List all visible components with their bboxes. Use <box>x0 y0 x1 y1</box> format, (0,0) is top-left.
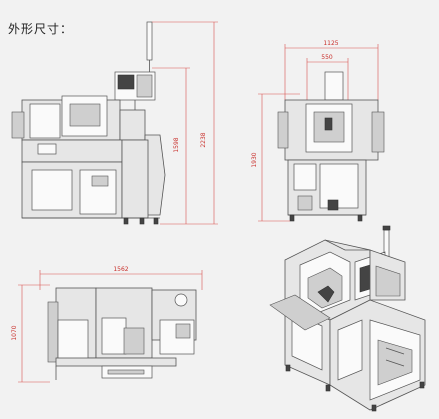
front-width-inner-label: 550 <box>321 54 333 61</box>
top-width-label: 1562 <box>113 266 128 273</box>
top-depth-label: 1070 <box>11 325 18 340</box>
side-view: 2238 1598 <box>11 21 218 225</box>
front-height-label: 1930 <box>251 152 258 167</box>
front-width-total-label: 1125 <box>323 40 338 47</box>
front-view: 1125 550 1930 <box>251 40 385 222</box>
top-view: 1562 1070 <box>11 266 203 383</box>
side-height-body-label: 1598 <box>173 137 180 152</box>
side-height-total-label: 2238 <box>200 132 207 147</box>
page-title: 外形尺寸： <box>8 22 74 36</box>
isometric-view <box>269 225 426 412</box>
